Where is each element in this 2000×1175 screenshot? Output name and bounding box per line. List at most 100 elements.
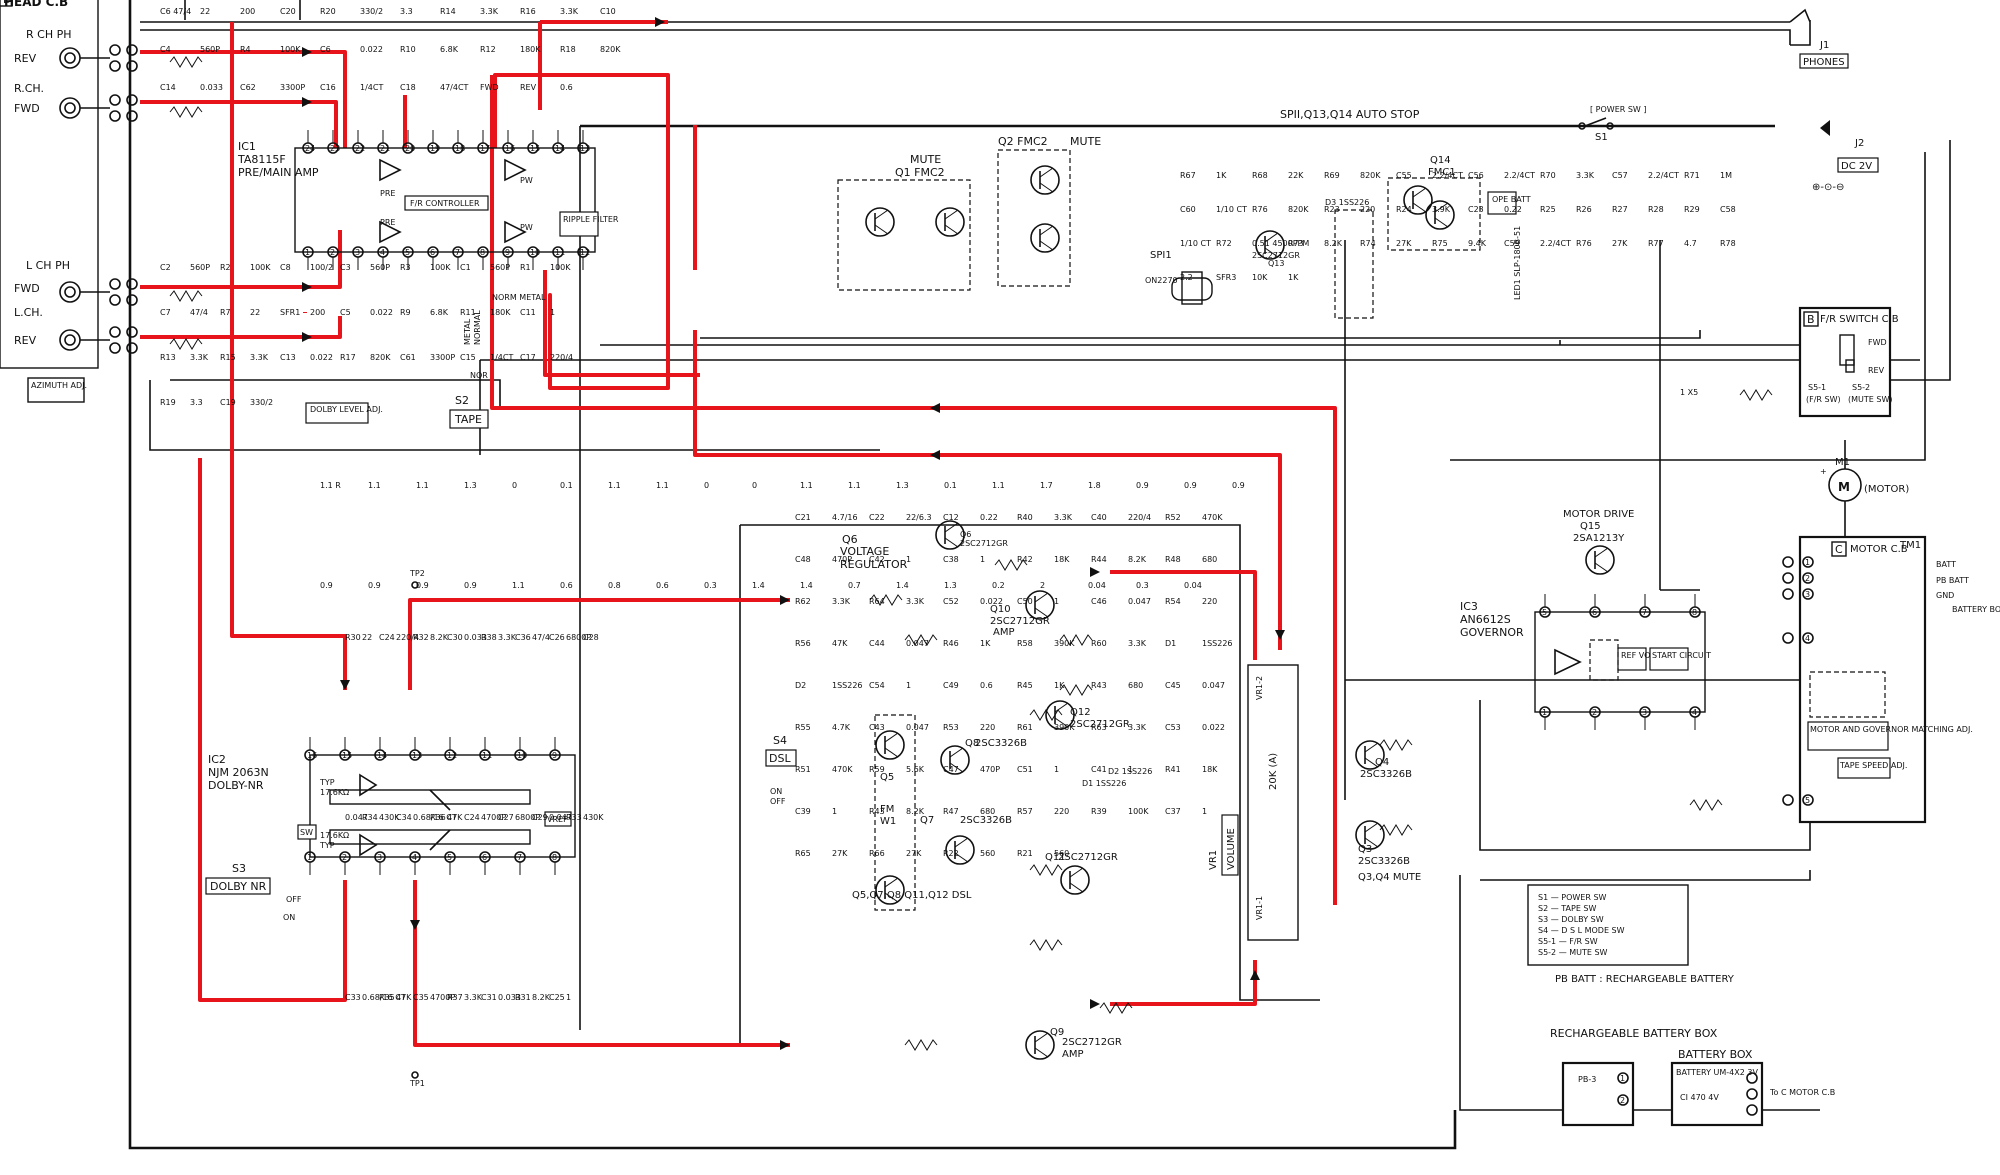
svg-text:J2: J2 xyxy=(1854,138,1864,149)
azimuth-label: AZIMUTH ADJ. xyxy=(31,381,87,390)
component-value: 200 xyxy=(310,308,325,317)
component-value: R14 xyxy=(440,7,456,16)
svg-text:Q10: Q10 xyxy=(990,604,1011,615)
component-value: R63 xyxy=(1091,723,1107,732)
resistor-symbols xyxy=(169,56,1773,1051)
component-value: R27 xyxy=(1612,205,1628,214)
component-value: C45 xyxy=(1165,681,1181,690)
svg-text:Q3: Q3 xyxy=(1358,844,1372,855)
component-value: 0.047 xyxy=(1202,681,1225,690)
component-value: 1M xyxy=(1720,171,1732,180)
svg-text:IC2: IC2 xyxy=(208,753,226,766)
ic-pin-number: 9 xyxy=(505,248,510,257)
component-value: C27 xyxy=(498,813,514,822)
svg-text:S1: S1 xyxy=(1595,132,1608,143)
component-value: C47 xyxy=(943,765,959,774)
svg-text:METAL: METAL xyxy=(463,318,472,345)
component-value: R61 xyxy=(1017,723,1033,732)
transistor-symbol xyxy=(935,207,965,237)
component-value: 9.4K xyxy=(1468,239,1487,248)
resistor-symbol xyxy=(904,634,938,646)
component-value: R29 xyxy=(1684,205,1700,214)
ic-pin-number: 6 xyxy=(482,853,487,862)
component-value: 27K xyxy=(1396,239,1412,248)
transistor-symbol xyxy=(1355,820,1385,850)
ic-pin-number: 6 xyxy=(430,248,435,257)
svg-text:2SC3326B: 2SC3326B xyxy=(1360,769,1412,780)
head-coil-r-rev xyxy=(59,47,81,69)
ic-pin-number: 4 xyxy=(380,248,385,257)
component-value: R21 xyxy=(1017,849,1033,858)
component-value: 180K xyxy=(490,308,511,317)
component-value: 430K xyxy=(379,813,400,822)
component-value: C54 xyxy=(869,681,885,690)
svg-text:1 X5: 1 X5 xyxy=(1680,388,1698,397)
resistor-symbol xyxy=(169,106,203,118)
component-value: 0.022 xyxy=(360,45,383,54)
component-value: 2.2/4CT xyxy=(1504,171,1535,180)
svg-text:S2: S2 xyxy=(455,394,469,407)
component-value: 22 xyxy=(200,7,210,16)
svg-text:VOLTAGE: VOLTAGE xyxy=(840,545,889,558)
resistor-symbol xyxy=(994,559,1028,571)
svg-text:SW: SW xyxy=(300,828,313,837)
ic-pin-number: 8 xyxy=(480,248,485,257)
ic3-governor: IC3 AN6612S GOVERNOR REF VOLT START CIRC… xyxy=(1460,594,1711,730)
component-value: 0.033 xyxy=(464,633,487,642)
component-value: 27K xyxy=(1612,239,1628,248)
battery-box: BATTERY BOX BATTERY UM-4X2 3V CI 470 4V … xyxy=(1670,1048,1835,1127)
component-value: 5.6K xyxy=(906,765,925,774)
component-value: 1K xyxy=(1054,681,1065,690)
component-value: C21 xyxy=(795,513,811,522)
component-value: 3300P xyxy=(280,83,305,92)
svg-text:VREF: VREF xyxy=(547,815,568,824)
component-value: 47K xyxy=(832,639,848,648)
motor-board: C MOTOR C.B TM1 BATT PB BATT GND BATTERY… xyxy=(1782,535,2000,824)
svg-text:TAPE SPEED ADJ.: TAPE SPEED ADJ. xyxy=(1839,761,1907,770)
component-value: 180K xyxy=(520,45,541,54)
component-value: 1K xyxy=(980,639,991,648)
component-value: C37 xyxy=(1165,807,1181,816)
component-value: 220/4 xyxy=(396,633,419,642)
component-value: 0.51 4500PPM xyxy=(1252,239,1309,248)
component-value: 4.7K xyxy=(832,723,851,732)
component-value: 220/4 xyxy=(1128,513,1151,522)
component-value: C13 xyxy=(280,353,296,362)
main-wiring xyxy=(128,0,1951,1150)
component-value: 560P xyxy=(200,45,220,54)
component-value: 18K xyxy=(1202,765,1218,774)
resistor-symbol xyxy=(169,290,203,302)
ic-pin-number: 8 xyxy=(552,853,557,862)
resistor-symbol xyxy=(1739,389,1773,401)
svg-text:MUTE: MUTE xyxy=(1070,135,1101,148)
component-value: 1.1 xyxy=(608,481,621,490)
svg-text:Q15: Q15 xyxy=(1580,521,1601,532)
component-value: C52 xyxy=(943,597,959,606)
component-value: 3.3 xyxy=(400,7,413,16)
svg-text:L.CH.: L.CH. xyxy=(14,306,43,319)
component-value: 0.04 xyxy=(1088,581,1106,590)
component-value: 3.3K xyxy=(906,597,925,606)
svg-text:(F/R SW): (F/R SW) xyxy=(1806,395,1841,404)
component-value: C40 xyxy=(1091,513,1107,522)
resistor-symbol xyxy=(1379,739,1413,751)
component-value: 3.3K xyxy=(832,597,851,606)
svg-text:AMP: AMP xyxy=(993,627,1015,638)
component-value: C56 xyxy=(1468,171,1484,180)
component-value: R18 xyxy=(560,45,576,54)
component-value: R9 xyxy=(400,308,411,317)
component-value: R35 xyxy=(379,993,395,1002)
component-value: R17 xyxy=(340,353,356,362)
component-value: 0.047 xyxy=(345,813,368,822)
transistors: MUTE Q1 FMC2 Q2 FMC2 MUTE VOLTAGE REGULA… xyxy=(837,135,1634,1060)
component-value: 1/4CT xyxy=(490,353,513,362)
ic-pin-number: 4 xyxy=(412,853,417,862)
ic-pin-number: 21 xyxy=(380,144,390,153)
component-value: C33 xyxy=(345,993,361,1002)
autostop-label: SPII,Q13,Q14 AUTO STOP xyxy=(1280,108,1420,121)
component-value: 680 xyxy=(1202,555,1217,564)
component-value: 27K xyxy=(832,849,848,858)
component-value: R1 xyxy=(520,263,531,272)
component-value: 0.2 xyxy=(992,581,1005,590)
